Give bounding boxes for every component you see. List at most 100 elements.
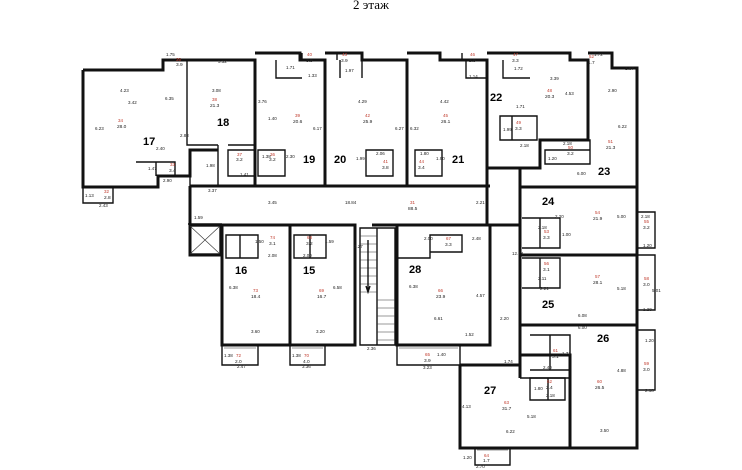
dimension: 2.18: [641, 214, 650, 219]
dimension: 1.97: [345, 68, 354, 73]
dimension: 1.98: [206, 163, 215, 168]
dimension: 1.20: [548, 156, 557, 161]
apt-19-label: 19: [303, 154, 315, 166]
room-number: 33: [170, 162, 176, 167]
dimension: 6.35: [165, 96, 174, 101]
room-number: 63: [504, 400, 510, 405]
dimension: 1.67: [625, 66, 634, 71]
dimension: 1.20: [643, 307, 652, 312]
room-number: 69: [319, 288, 325, 293]
dimension: 3.50: [600, 428, 609, 433]
room-number: 57: [595, 274, 601, 279]
room-area: 3.1: [269, 241, 276, 247]
room-area: 1.7: [588, 60, 595, 66]
dimension: 2.48: [472, 236, 481, 241]
dimension: 1.14: [469, 74, 478, 79]
apartment-27-walls: [458, 363, 572, 466]
dimension: 1.71: [286, 65, 295, 70]
dimension: 6.38: [409, 284, 418, 289]
room-area: 3.0: [643, 367, 650, 373]
room-area: 16.7: [317, 294, 327, 300]
room-area: 3.3: [543, 235, 550, 241]
room-number: 50: [568, 145, 574, 150]
east-wing-walls: [518, 187, 656, 450]
room-area: 25.9: [363, 119, 373, 125]
dimension: 1.72: [594, 52, 603, 57]
room-number: 46: [470, 52, 476, 57]
apt-24-label: 24: [542, 196, 555, 208]
dimension: 3.37: [208, 188, 217, 193]
room-number: 47: [513, 52, 519, 57]
room-area: 3.1: [543, 267, 550, 273]
room-area: 20.3: [545, 94, 555, 100]
dimension: 2.18: [546, 393, 555, 398]
room-number: 66: [438, 288, 444, 293]
dimension: 2.27: [354, 244, 363, 249]
apt-15-label: 15: [303, 265, 315, 277]
room-number: 34: [118, 118, 124, 123]
room-area: 31.7: [502, 406, 512, 412]
dimension: 1.71: [562, 351, 571, 356]
room-area: 20.6: [293, 119, 303, 125]
dimension: 1.90: [436, 156, 445, 161]
dimension: 3.23: [423, 365, 432, 370]
room-area: 21.3: [606, 145, 616, 151]
dimension: 1.38: [262, 154, 271, 159]
dimension: 2.90: [608, 88, 617, 93]
dimension: 2.21: [476, 200, 485, 205]
room-area: 3.9: [176, 62, 183, 68]
floor-title: 2 этаж: [353, 0, 389, 12]
room-number: 39: [295, 113, 301, 118]
dimension: 2.90: [163, 178, 172, 183]
room-number: 61: [553, 348, 559, 353]
room-number: 59: [644, 361, 650, 366]
room-labels: 34 28.0 33 3.4 32 2.8 38 21.3 37 3.2 35 …: [104, 52, 650, 464]
dimension: 6.00: [577, 171, 586, 176]
dimension: 1.00: [562, 232, 571, 237]
apt-21-label: 21: [452, 154, 464, 166]
room-number: 37: [237, 152, 243, 157]
room-area: 3.9: [424, 358, 431, 364]
room-number: 53: [544, 229, 550, 234]
room-number: 32: [104, 189, 110, 194]
dimension: 1.99: [503, 127, 512, 132]
room-area: 3.9: [306, 58, 313, 64]
dimension: 6.61: [434, 316, 443, 321]
dimension: 6.58: [333, 285, 342, 290]
dimension: 2.18: [538, 225, 547, 230]
room-number: 68: [307, 235, 313, 240]
dimension: 2.20: [555, 214, 564, 219]
dimension: 2.40: [543, 365, 552, 370]
dimension: 1.50: [255, 239, 264, 244]
room-number: 40: [307, 52, 313, 57]
room-area: 4.0: [303, 359, 310, 365]
room-number: 67: [446, 236, 452, 241]
room-number: 74: [270, 235, 276, 240]
dimension: 4.29: [358, 99, 367, 104]
dimension: 1.20: [645, 338, 654, 343]
room-area: 21.9: [593, 216, 603, 222]
room-number: 38: [212, 97, 218, 102]
dimension: 2.21: [540, 286, 549, 291]
corridor-area: 88.5: [408, 206, 418, 212]
apt-25-label: 25: [542, 299, 554, 311]
room-number: 48: [547, 88, 553, 93]
room-number: 51: [608, 139, 614, 144]
apartment-labels: 17 18 19 20 21 22 23 24 25 26 27 28 15 1…: [143, 92, 610, 397]
room-area: 3.3: [512, 58, 519, 64]
apt-28-label: 28: [409, 264, 421, 276]
room-number: 64: [484, 453, 490, 458]
dimension: 3.36: [302, 364, 311, 369]
room-number: 45: [443, 113, 449, 118]
room-number: 65: [425, 352, 431, 357]
dimension-labels: 4.23 6.23 3.42 2.40 2.90 1.47 1.13 2.43 …: [85, 52, 661, 469]
dimension: 1.41: [240, 172, 249, 177]
dimension: 2.06: [376, 151, 385, 156]
dimension: 6.22: [506, 429, 515, 434]
room-number: 58: [644, 276, 650, 281]
dimension: 2.36: [367, 346, 376, 351]
apt-17-label: 17: [143, 136, 155, 148]
room-number: 62: [547, 379, 553, 384]
dimension: 5.52: [218, 59, 227, 64]
